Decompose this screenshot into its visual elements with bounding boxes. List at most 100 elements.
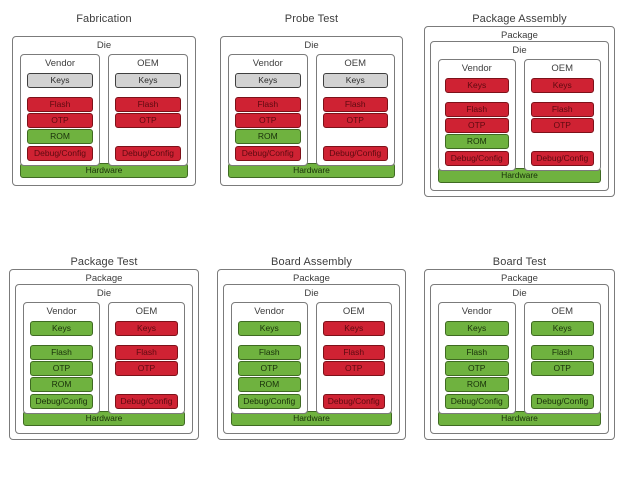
block-otp: OTP [322, 113, 388, 128]
panel-title: Board Test [492, 256, 547, 268]
block-rom: ROM [445, 377, 509, 392]
block-debug-config: Debug/Config [235, 146, 301, 161]
spacer [323, 88, 389, 97]
block-debug-config: Debug/Config [530, 151, 594, 166]
column-label-vendor: Vendor [44, 58, 76, 69]
die-label: Die [96, 288, 112, 299]
block-keys: Keys [445, 321, 509, 336]
hardware-row: Hardware [224, 411, 399, 433]
spacer [115, 88, 181, 97]
block-debug-config: Debug/Config [238, 394, 301, 409]
block-hardware: Hardware [231, 411, 392, 426]
block-keys: Keys [235, 73, 301, 88]
block-rom: ROM [30, 377, 93, 392]
block-hardware: Hardware [20, 163, 188, 178]
block-keys: Keys [322, 73, 388, 88]
hardware-row: Hardware [16, 411, 192, 433]
block-otp: OTP [238, 361, 301, 376]
block-keys: Keys [530, 321, 594, 336]
package-label: Package [293, 273, 330, 284]
block-keys: Keys [30, 321, 93, 336]
block-otp: OTP [445, 118, 509, 133]
package-label: Package [85, 273, 123, 284]
block-hardware: Hardware [438, 168, 601, 183]
column-label-oem: OEM [342, 306, 365, 317]
block-otp: OTP [322, 361, 385, 376]
block-flash: Flash [322, 97, 388, 112]
column-label-oem: OEM [135, 306, 158, 317]
column-label-vendor: Vendor [46, 306, 77, 317]
block-debug-config: Debug/Config [115, 146, 181, 161]
block-flash: Flash [445, 345, 509, 360]
block-debug-config: Debug/Config [445, 151, 509, 166]
block-debug-config: Debug/Config [30, 394, 93, 409]
block-hardware: Hardware [438, 411, 601, 426]
block-hardware: Hardware [228, 163, 395, 178]
block-rom: ROM [445, 134, 509, 149]
spacer [115, 336, 178, 345]
block-flash: Flash [322, 345, 385, 360]
spacer [531, 336, 595, 345]
spacer [235, 88, 301, 97]
block-debug-config: Debug/Config [322, 146, 388, 161]
block-keys: Keys [115, 73, 181, 88]
block-keys: Keys [530, 78, 594, 93]
block-rom: ROM [235, 129, 301, 144]
die-label: Die [512, 288, 527, 299]
column-label-oem: OEM [344, 58, 367, 69]
block-keys: Keys [115, 321, 178, 336]
block-otp: OTP [235, 113, 301, 128]
panel-title: Probe Test [284, 13, 339, 25]
block-otp: OTP [115, 113, 181, 128]
die-label: Die [96, 40, 112, 51]
block-debug-config: Debug/Config [27, 146, 93, 161]
column-label-vendor: Vendor [252, 58, 283, 69]
block-debug-config: Debug/Config [530, 394, 594, 409]
panel-title: Fabrication [76, 13, 132, 25]
block-otp: OTP [445, 361, 509, 376]
block-keys: Keys [27, 73, 93, 88]
block-hardware: Hardware [23, 411, 185, 426]
hardware-row: Hardware [221, 163, 402, 185]
spacer [445, 93, 509, 102]
block-debug-config: Debug/Config [445, 394, 509, 409]
